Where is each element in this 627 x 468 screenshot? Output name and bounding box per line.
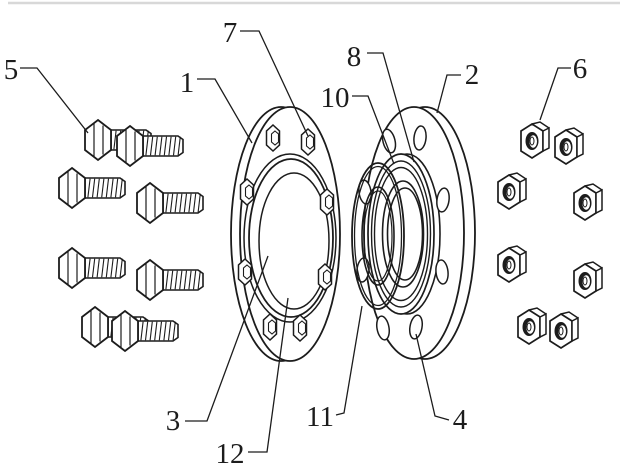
hex-bolt	[116, 124, 184, 168]
hex-bolt-hole	[317, 262, 333, 292]
leader-line	[20, 67, 89, 134]
part-number-label: 7	[223, 17, 238, 49]
callout-7: 7	[223, 17, 309, 137]
hex-bolt	[58, 246, 126, 290]
oval-bolt-hole	[381, 128, 397, 154]
part-number-label: 4	[453, 404, 468, 436]
hex-nut	[497, 172, 527, 211]
leader-line	[436, 74, 461, 114]
hex-bolt	[136, 258, 204, 302]
bolt-head	[81, 305, 109, 349]
oval-bolt-hole	[408, 314, 424, 340]
callout-11: 11	[306, 305, 363, 433]
callout-4: 4	[415, 333, 468, 436]
hex-bolt	[58, 166, 126, 210]
hex-bolt-hole	[237, 257, 253, 287]
callout-3: 3	[166, 255, 269, 437]
part-number-label: 11	[306, 401, 334, 433]
leader-line	[415, 333, 450, 421]
leader-line	[352, 95, 395, 165]
oval-bolt-hole	[435, 259, 449, 285]
callout-5: 5	[4, 54, 89, 134]
hex-nut	[554, 127, 584, 166]
oval-bolt-hole	[413, 125, 427, 151]
callout-10: 10	[321, 82, 395, 165]
gasket	[351, 162, 405, 310]
leader-line	[185, 255, 269, 422]
hex-bolt-hole	[319, 187, 335, 217]
callout-2: 2	[436, 59, 480, 114]
part-number-label: 3	[166, 405, 181, 437]
callout-6: 6	[539, 53, 588, 121]
callout-12: 12	[216, 297, 289, 468]
bolt-head	[58, 166, 86, 210]
hex-bolt	[136, 181, 204, 225]
callout-1: 1	[180, 67, 253, 144]
hex-bolt	[111, 309, 179, 353]
leader-line	[197, 78, 253, 144]
part-number-label: 10	[321, 82, 350, 114]
leader-line	[335, 305, 363, 416]
bolt-head	[58, 246, 86, 290]
part-number-label: 8	[347, 41, 362, 73]
left-flange	[230, 106, 341, 362]
hex-nut	[573, 183, 603, 222]
part-number-label: 2	[465, 59, 480, 91]
bolt-head	[116, 124, 144, 168]
leader-line	[367, 52, 415, 163]
hex-nut	[520, 121, 550, 160]
leader-line	[248, 297, 289, 453]
part-number-label: 12	[216, 438, 245, 468]
hex-bolt-hole	[292, 313, 308, 343]
oval-bolt-hole	[375, 315, 391, 341]
part-number-label: 6	[573, 53, 588, 85]
bolt-head	[111, 309, 139, 353]
hex-bolt-hole	[262, 312, 278, 342]
hex-bolt-hole	[300, 127, 316, 157]
part-number-label: 5	[4, 54, 19, 86]
hex-nut	[549, 311, 579, 350]
callout-8: 8	[347, 41, 415, 163]
hex-bolt-hole	[239, 177, 255, 207]
oval-bolt-hole	[436, 187, 450, 213]
leader-line	[240, 30, 309, 137]
bolt-head	[136, 258, 164, 302]
leader-line	[539, 67, 571, 121]
bolt-head	[84, 118, 112, 162]
part-number-label: 1	[180, 67, 195, 99]
hex-nut	[497, 245, 527, 284]
hex-bolt-hole	[265, 123, 281, 153]
bolt-head	[136, 181, 164, 225]
hex-nut	[517, 307, 547, 346]
hex-nut	[573, 261, 603, 300]
